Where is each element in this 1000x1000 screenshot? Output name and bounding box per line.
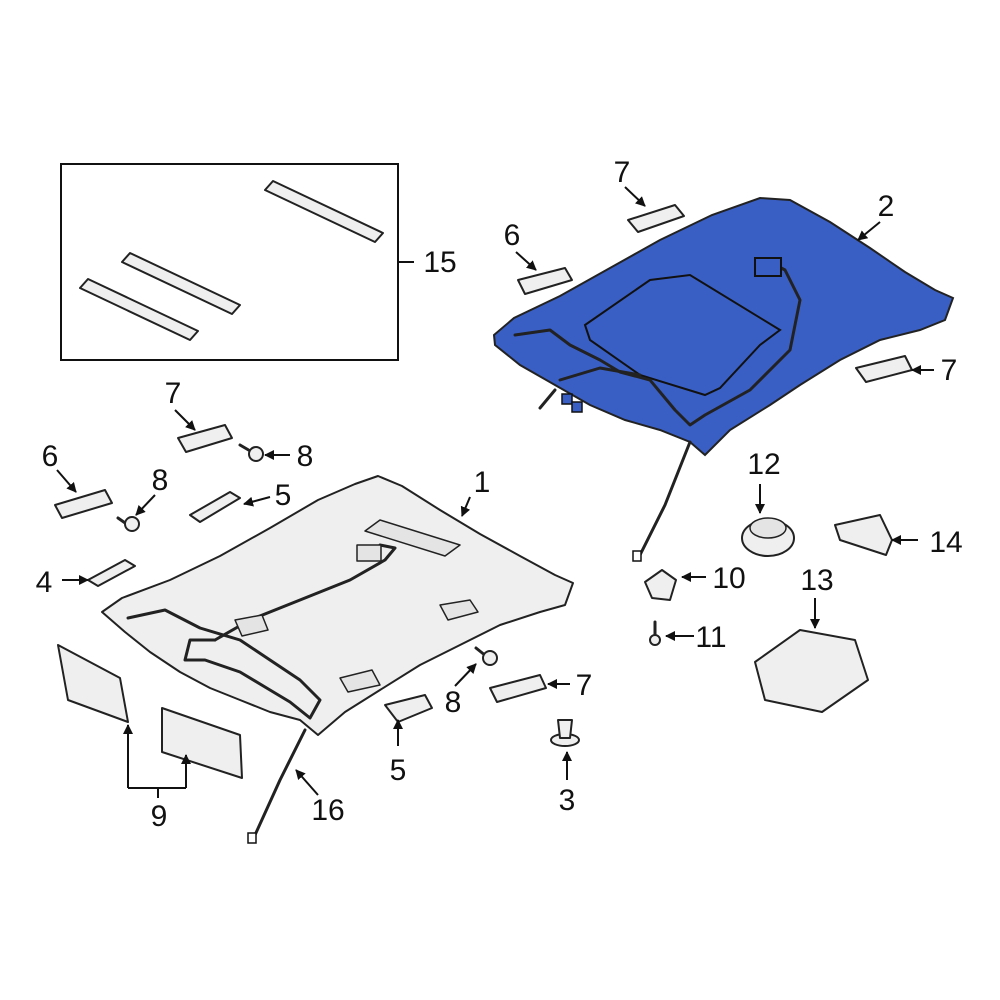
- insulator-pad: [264, 180, 384, 243]
- callout-4: 4: [36, 566, 53, 599]
- callout-6: 6: [42, 440, 59, 473]
- callout-1: 1: [474, 466, 491, 499]
- callout-7: 7: [941, 354, 958, 387]
- callout-7: 7: [614, 156, 631, 189]
- callout-13: 13: [800, 564, 833, 597]
- lamp-12: [741, 517, 795, 557]
- screw-11: [649, 620, 661, 646]
- callout-11: 11: [695, 621, 726, 654]
- clip-pocket: [439, 599, 479, 621]
- connector: [571, 401, 583, 413]
- callout-9: 9: [151, 800, 168, 833]
- wire-harness: [513, 260, 802, 427]
- clip-pocket: [339, 669, 381, 693]
- connector-block: [754, 257, 782, 277]
- cable-end: [247, 832, 257, 844]
- clip-3: [550, 719, 580, 747]
- grab-handle-5: [189, 491, 241, 523]
- clip-pocket: [234, 614, 269, 637]
- callout-12: 12: [747, 448, 780, 481]
- grab-handle-5: [384, 694, 433, 723]
- callout-15: 15: [423, 246, 456, 279]
- leaders: [56, 186, 934, 798]
- holder-10: [644, 569, 677, 601]
- sun-visor-9: [161, 707, 243, 779]
- bracket-7: [627, 204, 685, 233]
- callout-14: 14: [929, 526, 962, 559]
- bolt-8: [116, 516, 140, 532]
- bracket-6: [517, 267, 573, 295]
- sun-visor-9: [57, 644, 129, 723]
- inset-box-15: [60, 163, 414, 361]
- bracket-14: [834, 514, 893, 556]
- overhead-console-13: [754, 629, 869, 713]
- callout-8: 8: [152, 464, 169, 497]
- wire-lead: [253, 728, 307, 837]
- bracket-7: [489, 674, 547, 703]
- headliner-assembly-2: [492, 196, 955, 562]
- callout-8: 8: [297, 440, 314, 473]
- callout-6: 6: [504, 219, 521, 252]
- wire-harness: [126, 608, 322, 720]
- callout-2: 2: [878, 190, 895, 223]
- headliner-1: [101, 475, 574, 844]
- callout-5: 5: [275, 479, 292, 512]
- bracket-7: [855, 355, 913, 383]
- callout-5: 5: [390, 754, 407, 787]
- callout-7: 7: [576, 669, 593, 702]
- cable-end: [632, 550, 642, 562]
- panel-recess: [364, 519, 461, 557]
- insulator-pad: [79, 278, 199, 341]
- callout-8: 8: [445, 686, 462, 719]
- bracket-6: [54, 489, 113, 519]
- callout-10: 10: [712, 562, 745, 595]
- insulator-pad: [121, 252, 241, 315]
- callout-16: 16: [311, 794, 344, 827]
- inset-frame: [60, 163, 399, 361]
- sunroof-opening: [583, 273, 782, 397]
- connector: [561, 393, 573, 405]
- connector-block: [356, 544, 382, 562]
- bracket-7: [177, 424, 233, 453]
- antenna-cable: [638, 440, 692, 557]
- callout-7: 7: [165, 377, 182, 410]
- wire-harness: [558, 366, 642, 382]
- callout-3: 3: [559, 784, 576, 817]
- wire-lead: [538, 388, 557, 410]
- bolt-8: [474, 646, 498, 666]
- bolt-8: [238, 443, 264, 462]
- grab-handle-4: [87, 559, 136, 587]
